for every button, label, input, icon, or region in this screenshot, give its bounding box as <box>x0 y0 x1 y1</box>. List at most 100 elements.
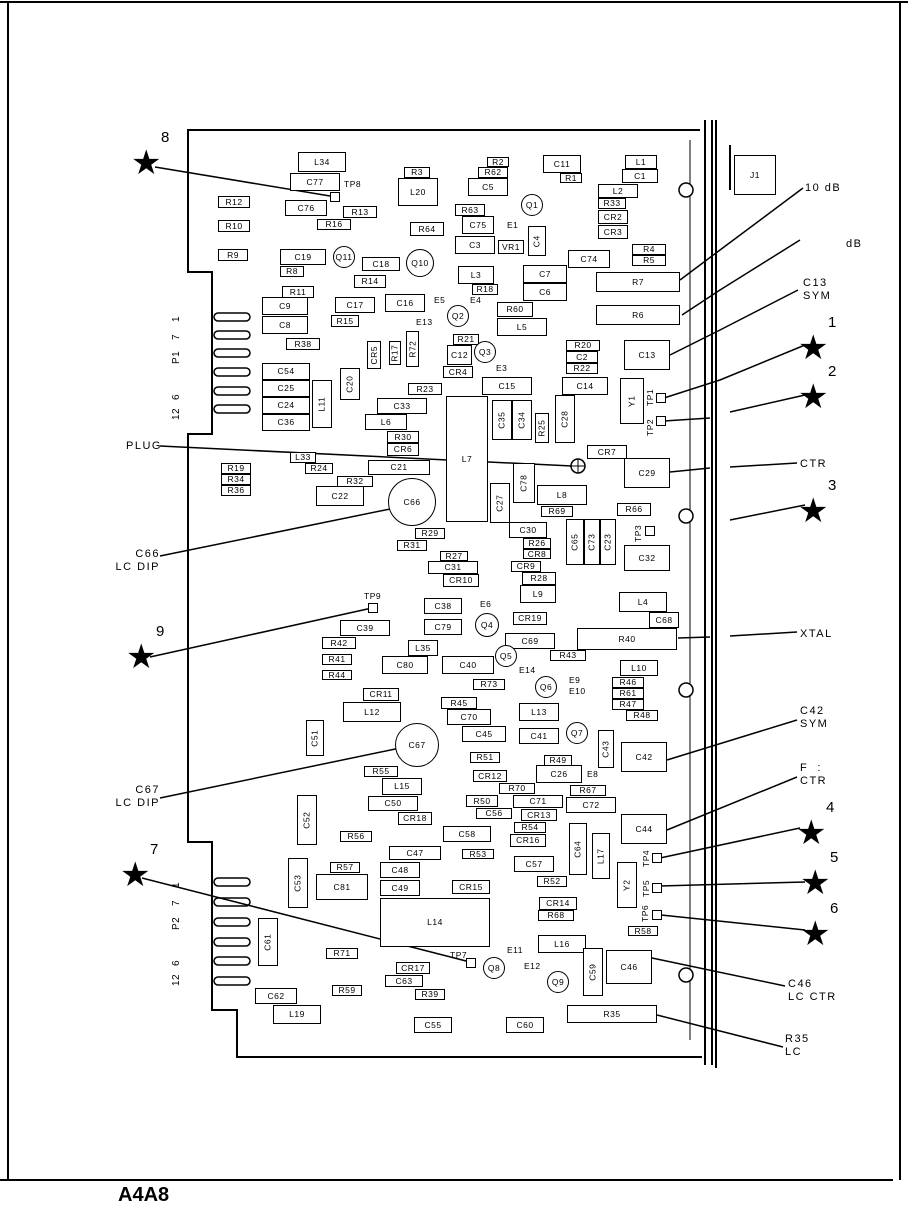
component-r56: R56 <box>340 831 372 842</box>
leader-line <box>159 445 573 467</box>
component-label: C42 <box>635 751 653 762</box>
component-label: R69 <box>548 506 566 517</box>
component-cr15: CR15 <box>452 880 490 894</box>
component-label: L34 <box>314 156 330 167</box>
component-c65: C65 <box>566 519 584 565</box>
component-c43: C43 <box>598 730 614 768</box>
component-c50: C50 <box>368 796 418 811</box>
component-label: R50 <box>473 795 491 806</box>
component-c74: C74 <box>568 250 610 268</box>
component-r5: R5 <box>632 255 666 266</box>
component-c36: C36 <box>262 414 310 431</box>
board-edge <box>187 129 702 1058</box>
component-r43: R43 <box>550 650 586 661</box>
component-l2: L2 <box>598 184 638 198</box>
component-label: R3 <box>411 167 423 178</box>
test-point-label: TP4 <box>641 849 651 867</box>
junction-e3: E3 <box>496 363 508 373</box>
test-point-tp5 <box>652 883 662 893</box>
component-label: C72 <box>582 799 600 810</box>
component-q6: Q6 <box>535 676 557 698</box>
component-cr17: CR17 <box>396 962 430 974</box>
leader-line <box>141 877 471 963</box>
component-c75: C75 <box>462 216 494 234</box>
star-number: 2 <box>828 363 837 380</box>
component-q10: Q10 <box>406 249 434 277</box>
component-label: C12 <box>450 349 469 360</box>
adjustment-star-icon: ★ <box>798 329 829 367</box>
component-c63: C63 <box>385 975 423 987</box>
connector-label: 7 <box>171 333 182 340</box>
component-label: C27 <box>494 494 505 512</box>
component-c3: C3 <box>455 236 495 254</box>
component-label: L6 <box>380 416 392 427</box>
component-label: CR18 <box>403 813 427 824</box>
component-c68: C68 <box>649 612 679 628</box>
component-c40: C40 <box>442 656 494 674</box>
component-q2: Q2 <box>447 305 469 327</box>
component-r62: R62 <box>478 167 508 178</box>
connector-label: 6 <box>171 393 182 400</box>
component-label: C40 <box>459 659 477 670</box>
component-label: Y2 <box>621 879 632 891</box>
component-c60: C60 <box>506 1017 544 1033</box>
component-label: L5 <box>516 321 528 332</box>
component-c39: C39 <box>340 620 390 636</box>
component-label: C69 <box>521 635 539 646</box>
component-c73: C73 <box>584 519 600 565</box>
component-c32: C32 <box>624 545 670 571</box>
component-c26: C26 <box>536 765 582 783</box>
mounting-hole <box>678 182 694 198</box>
component-label: CR13 <box>527 809 551 820</box>
connector-label: 6 <box>171 959 182 966</box>
component-label: C28 <box>559 410 570 428</box>
component-label: C5 <box>482 181 494 192</box>
component-label: R15 <box>336 315 354 326</box>
component-r58: R58 <box>628 926 658 936</box>
component-r64: R64 <box>410 222 444 236</box>
component-label: R10 <box>225 220 243 231</box>
component-r40: R40 <box>577 628 677 650</box>
component-label: C49 <box>391 882 409 893</box>
component-r63: R63 <box>455 204 485 216</box>
component-label: C74 <box>580 253 598 264</box>
component-label: R54 <box>521 822 539 833</box>
component-label: C54 <box>277 366 295 377</box>
component-l15: L15 <box>382 778 422 795</box>
test-point-tp2 <box>656 416 666 426</box>
component-c57: C57 <box>514 856 554 872</box>
component-r4: R4 <box>632 244 666 255</box>
component-label: R16 <box>325 219 343 230</box>
component-r28: R28 <box>522 572 556 585</box>
component-c30: C30 <box>509 522 547 538</box>
component-label: R51 <box>476 752 494 763</box>
component-label: L10 <box>631 662 647 673</box>
connector-pin <box>213 348 251 358</box>
component-r44: R44 <box>322 670 352 680</box>
mounting-hole <box>678 682 694 698</box>
component-label: R45 <box>450 697 468 708</box>
component-label: Q1 <box>525 199 539 210</box>
component-label: C3 <box>469 239 481 250</box>
connector-pin <box>213 367 251 377</box>
component-cr18: CR18 <box>398 812 432 825</box>
component-label: C52 <box>301 811 312 829</box>
component-label: Q5 <box>499 650 513 661</box>
component-label: C36 <box>277 417 295 428</box>
connector-label: 1 <box>171 315 182 322</box>
component-c22: C22 <box>316 486 364 506</box>
component-label: C44 <box>635 823 653 834</box>
component-label: R25 <box>536 419 547 437</box>
component-label: C17 <box>346 299 364 310</box>
component-cr8: CR8 <box>523 549 551 559</box>
component-c29: C29 <box>624 458 670 488</box>
connector-pin <box>213 917 251 927</box>
component-r53: R53 <box>462 849 494 859</box>
component-label: R48 <box>633 710 651 721</box>
leader-line <box>666 719 798 761</box>
component-label: Q8 <box>487 962 501 973</box>
component-c14: C14 <box>562 377 608 395</box>
adjustment-star-icon: ★ <box>798 378 829 416</box>
component-label: R63 <box>461 204 479 215</box>
connector-pin <box>213 937 251 947</box>
